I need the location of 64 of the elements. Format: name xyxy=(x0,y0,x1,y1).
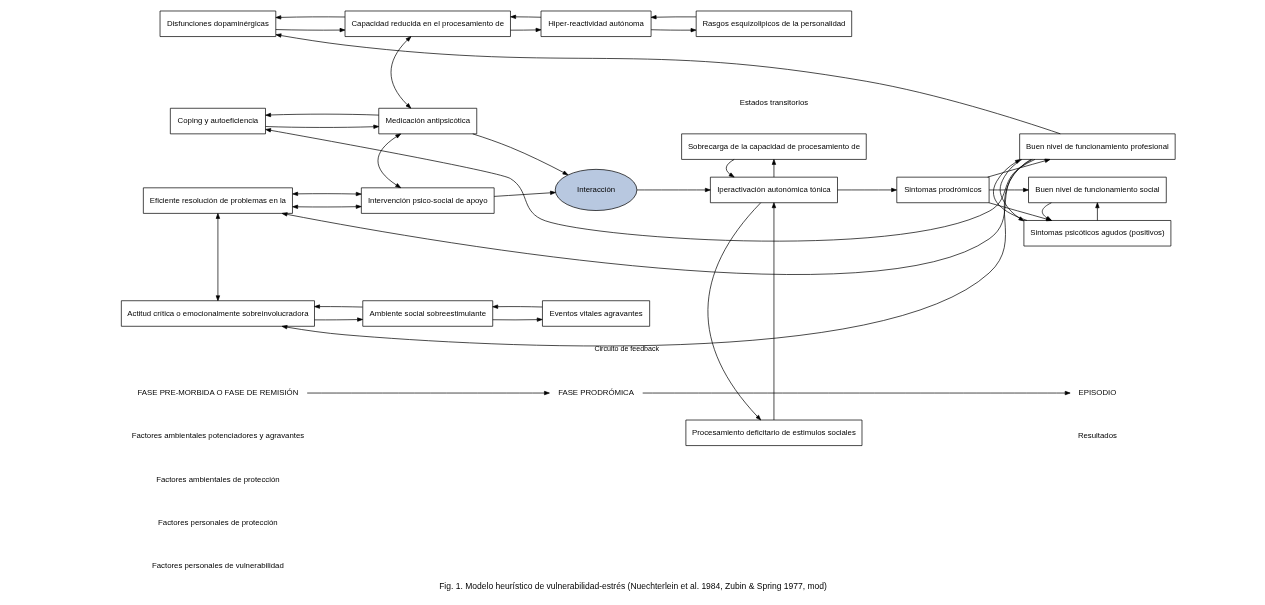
arrow xyxy=(275,33,1061,135)
label: Estados transitorios xyxy=(739,98,808,108)
node-box: Buen nivel de funcionamiento profesional xyxy=(1018,133,1175,160)
arrow xyxy=(771,202,776,421)
node-box: Capacidad reducida en el procesamiento de xyxy=(344,10,511,37)
arrow xyxy=(264,124,379,129)
node-box: Procesamiento deficitario de estimulos sociales xyxy=(685,419,862,446)
label: Factores ambientales potenciadores y agravantes xyxy=(131,431,304,441)
node-box: Iperactivación autonómica tónica xyxy=(709,176,838,204)
arrow xyxy=(313,304,363,309)
arrow xyxy=(636,187,711,193)
arrow xyxy=(992,159,1027,221)
arrow xyxy=(493,190,556,197)
arrow xyxy=(1094,202,1099,221)
node-box: Sintomas psicóticos agudos (positivos) xyxy=(1023,220,1171,247)
arrow xyxy=(313,317,363,322)
arrow xyxy=(650,15,696,20)
arrow xyxy=(215,213,220,302)
node-box: Ambiente social sobreestimulante xyxy=(361,300,493,327)
label: Resultados xyxy=(1077,431,1117,441)
arrow xyxy=(999,159,1024,222)
arrow xyxy=(281,159,1031,347)
arrow xyxy=(988,187,1029,193)
node-box: Intervención psico-social de apoyo xyxy=(360,187,494,214)
node-box: Buen nivel de funcionamiento social xyxy=(1027,176,1167,204)
node-text: EPISODIO xyxy=(1078,388,1116,398)
label: Factores personales de vulnerabilidad xyxy=(151,561,284,571)
arrow xyxy=(771,159,776,178)
node-text: FASE PRODRÓMICA xyxy=(557,388,634,398)
arrow xyxy=(291,204,362,209)
arrow xyxy=(471,133,568,176)
arrow xyxy=(264,112,379,118)
node-box: Rasgos esquizolipicos de la personalidad xyxy=(695,10,852,37)
arrow xyxy=(650,28,696,33)
arrow xyxy=(491,317,543,322)
arrow xyxy=(390,36,411,109)
arrow xyxy=(377,133,401,189)
node-text: FASE PRE-MORBIDA O FASE DE REMISIÓN xyxy=(137,388,298,398)
node-box: Actitud crítica o emocionalmente sobreinvolucradora xyxy=(120,300,315,327)
arrow xyxy=(291,191,362,197)
arrow xyxy=(725,159,734,178)
arrow xyxy=(509,14,541,19)
caption: Fig. 1. Modelo heurístico de vulnerabilidad-estrés (Nuechterlein et al. 1984, Zubin & Spring 1977, mod) xyxy=(438,580,827,591)
arrow xyxy=(491,304,543,309)
label: Factores ambientales de protección xyxy=(155,474,280,484)
arrow xyxy=(275,15,345,20)
node-box: Medicación antipsicótica xyxy=(377,107,477,135)
arrow xyxy=(281,159,1033,275)
node-box: Hiper-reactividad autónoma xyxy=(540,10,651,37)
arrow xyxy=(306,390,550,396)
node-box: Eventos vitales agravantes xyxy=(541,300,650,327)
label: Factores personales de protección xyxy=(157,517,278,527)
node-box: Eficiente resolución de problemas en la xyxy=(142,187,293,214)
node-box: Sobrecarga de la capacidad de procesamiento de xyxy=(680,133,867,160)
arrow xyxy=(986,158,1050,178)
node-box: Disfunciones dopaminérgicas xyxy=(159,10,276,37)
arrow xyxy=(707,202,761,421)
arrow xyxy=(264,128,1035,242)
arrow xyxy=(641,390,1070,396)
node-box: Sintomas prodrómicos xyxy=(895,176,989,204)
arrow xyxy=(509,27,541,33)
node-box: Coping y autoeficiencia xyxy=(169,107,266,135)
arrow xyxy=(275,28,345,33)
arrow xyxy=(836,187,897,193)
